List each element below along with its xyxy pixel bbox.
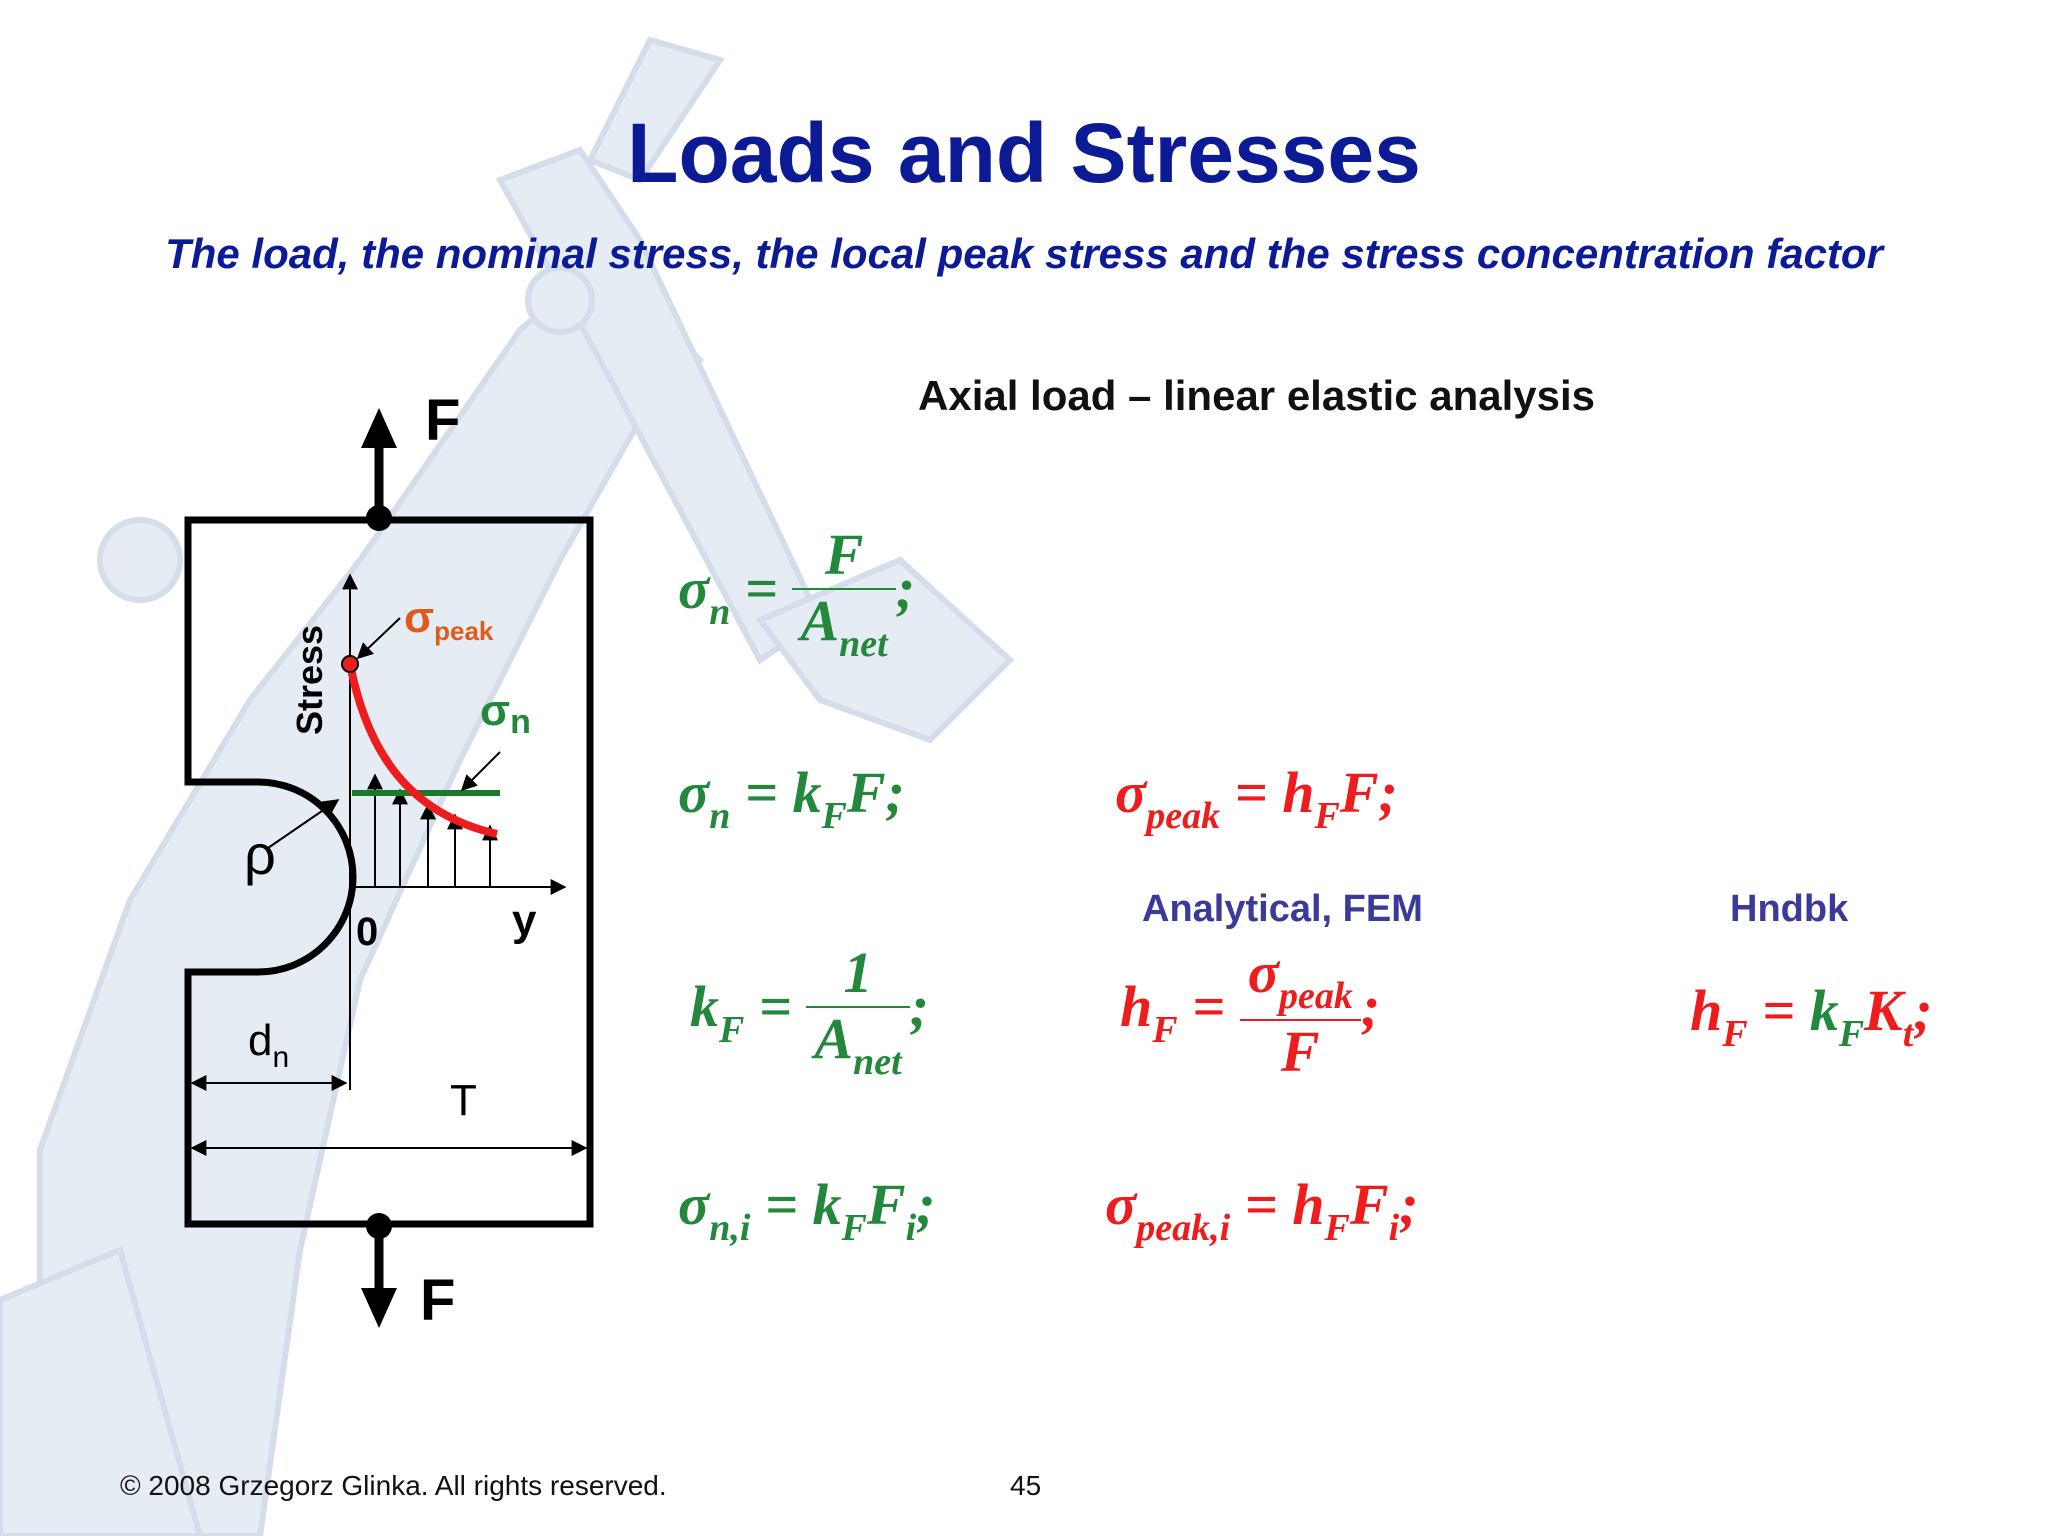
equation-kf: kF = 1 Anet ; [690, 940, 929, 1083]
equation-hf-handbook: hF = kFKt; [1690, 978, 1933, 1055]
equation-nominal-stress-i: σn,i = kFFi; [678, 1172, 936, 1249]
sigma-n-label: σn [480, 686, 531, 741]
force-label-bottom: F [420, 1268, 455, 1333]
force-label-top: F [425, 388, 460, 453]
equation-peak-stress-hf: σpeak = hFF; [1115, 760, 1398, 837]
sigma-peak-label: σpeak [404, 593, 494, 646]
radius-arrow [267, 799, 340, 849]
y-axis-label: y [512, 896, 537, 945]
rho-label: ρ [244, 823, 276, 886]
equation-nominal-stress-kf: σn = kFF; [678, 760, 905, 837]
peak-stress-point [341, 655, 359, 673]
section-heading: Axial load – linear elastic analysis [918, 372, 1596, 419]
slide-subtitle: The load, the nominal stress, the local … [165, 230, 1883, 277]
slide-title: Loads and Stresses [627, 106, 1421, 200]
origin-label: 0 [356, 910, 378, 954]
dn-label: dn [248, 1016, 289, 1074]
analytical-fem-label: Analytical, FEM [1142, 888, 1423, 930]
peak-stress-curve [346, 663, 498, 838]
copyright-footer: © 2008 Grzegorz Glinka. All rights reser… [120, 1470, 667, 1501]
equation-nominal-stress-area: σn = F Anet ; [678, 522, 916, 665]
handbook-label: Hndbk [1730, 888, 1849, 930]
notched-plate-diagram: F F Stress y 0 σpeak σn ρ dn T [184, 388, 594, 1333]
equation-hf-analytical: hF = σpeak F ; [1120, 940, 1381, 1084]
stress-axis-label: Stress [289, 625, 330, 735]
page-number: 45 [1010, 1470, 1042, 1501]
equation-peak-stress-i: σpeak,i = hFFi; [1105, 1172, 1419, 1249]
width-label: T [450, 1076, 477, 1125]
